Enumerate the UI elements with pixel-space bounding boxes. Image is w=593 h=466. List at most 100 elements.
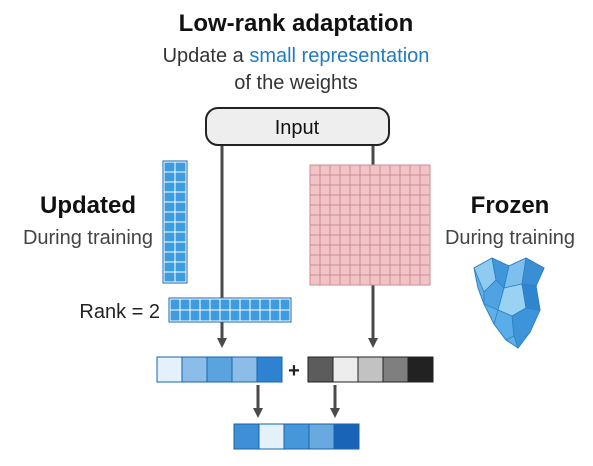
updated-column-cell [174, 271, 187, 283]
frozen-grid-cell [409, 214, 421, 226]
frozen-grid-cell [359, 234, 371, 246]
frozen-grid-cell [409, 174, 421, 186]
updated-row-cell [199, 309, 211, 322]
frozen-grid-cell [349, 274, 361, 286]
frozen-grid-cell [409, 194, 421, 206]
frozen-grid-cell [309, 204, 321, 216]
frozen-grid-cell [419, 264, 431, 276]
frozen-grid-cell [309, 214, 321, 226]
updated-column-cell [174, 181, 187, 193]
frozen-grid-cell [329, 174, 341, 186]
frozen-grid-cell [389, 184, 401, 196]
frozen-grid-cell [369, 204, 381, 216]
result-vector-cell [333, 423, 360, 450]
frozen-grid-cell [309, 164, 321, 176]
updated-column-cell [163, 211, 176, 223]
updated-row-cell [249, 298, 261, 311]
frozen-vector-cell [407, 356, 434, 383]
frozen-grid-cell [399, 164, 411, 176]
updated-column-cell [174, 241, 187, 253]
frozen-grid-cell [379, 214, 391, 226]
updated-column-cell [163, 241, 176, 253]
updated-row-cell [249, 309, 261, 322]
frozen-grid-cell [339, 234, 351, 246]
frozen-grid-cell [389, 264, 401, 276]
result-vector [233, 423, 360, 450]
frozen-grid-cell [319, 164, 331, 176]
result-vector-cell [308, 423, 335, 450]
updated-column-cell [163, 201, 176, 213]
frozen-output-vector [307, 356, 434, 383]
frozen-grid-cell [319, 174, 331, 186]
frozen-grid-cell [339, 174, 351, 186]
updated-column-cell [163, 161, 176, 173]
frozen-grid-cell [369, 274, 381, 286]
frozen-grid-cell [379, 174, 391, 186]
frozen-grid-cell [319, 224, 331, 236]
frozen-grid-cell [319, 234, 331, 246]
frozen-grid-cell [369, 214, 381, 226]
updated-matrix-b [168, 297, 292, 323]
frozen-grid-cell [329, 184, 341, 196]
frozen-grid-cell [379, 164, 391, 176]
frozen-grid-cell [329, 224, 341, 236]
input-box [205, 107, 390, 146]
frozen-grid-cell [419, 174, 431, 186]
frozen-grid-cell [349, 194, 361, 206]
frozen-grid-cell [419, 214, 431, 226]
frozen-grid-cell [349, 264, 361, 276]
frozen-grid-cell [319, 254, 331, 266]
diagram-subtitle: Update a small representation [163, 45, 430, 67]
frozen-grid-cell [369, 224, 381, 236]
plus-sign: + [288, 360, 300, 382]
updated-column-cell [174, 251, 187, 263]
frozen-grid-cell [309, 184, 321, 196]
updated-vector-cell [156, 356, 183, 383]
frozen-weights-grid [309, 164, 431, 286]
updated-row-cell [169, 309, 181, 322]
updated-vector-cell-frame [156, 356, 283, 383]
frozen-grid-cell [309, 234, 321, 246]
updated-row-cell [239, 298, 251, 311]
frozen-grid-cell [419, 194, 431, 206]
frozen-grid-cell [309, 264, 321, 276]
frozen-grid-cell [329, 214, 341, 226]
frozen-grid-cell [369, 234, 381, 246]
frozen-grid-cell [399, 274, 411, 286]
updated-column-cell [163, 191, 176, 203]
updated-row-cell [219, 298, 231, 311]
updated-row-cell [229, 309, 241, 322]
frozen-grid-cell [379, 244, 391, 256]
updated-row-cell [219, 309, 231, 322]
frozen-grid-cell [369, 174, 381, 186]
frozen-grid-cell [349, 164, 361, 176]
frozen-vector-cell [357, 356, 384, 383]
updated-column-frame [162, 160, 188, 284]
frozen-grid-cell [379, 204, 391, 216]
frozen-grid-cell [329, 254, 341, 266]
frozen-grid-cell [349, 244, 361, 256]
frozen-grid-cell [419, 224, 431, 236]
frozen-grid-cell [319, 214, 331, 226]
frozen-grid-cell [349, 184, 361, 196]
frozen-grid-cell [409, 184, 421, 196]
frozen-grid-cell [319, 264, 331, 276]
updated-column-cell [174, 261, 187, 273]
updated-vector-cell [231, 356, 258, 383]
frozen-grid-cell [399, 234, 411, 246]
updated-row-cell [259, 309, 271, 322]
frozen-grid-cell [359, 264, 371, 276]
updated-column-cell [174, 231, 187, 243]
updated-vector-cell [206, 356, 233, 383]
frozen-grid-cell [349, 234, 361, 246]
frozen-grid-cell [339, 164, 351, 176]
frozen-grid-cell [329, 194, 341, 206]
frozen-grid-cell [389, 164, 401, 176]
frozen-grid-cell [369, 164, 381, 176]
frozen-grid-cell [369, 184, 381, 196]
frozen-grid-cell [339, 194, 351, 206]
updated-column-cell [163, 171, 176, 183]
updated-row-cell [179, 298, 191, 311]
updated-row-cell [279, 309, 291, 322]
